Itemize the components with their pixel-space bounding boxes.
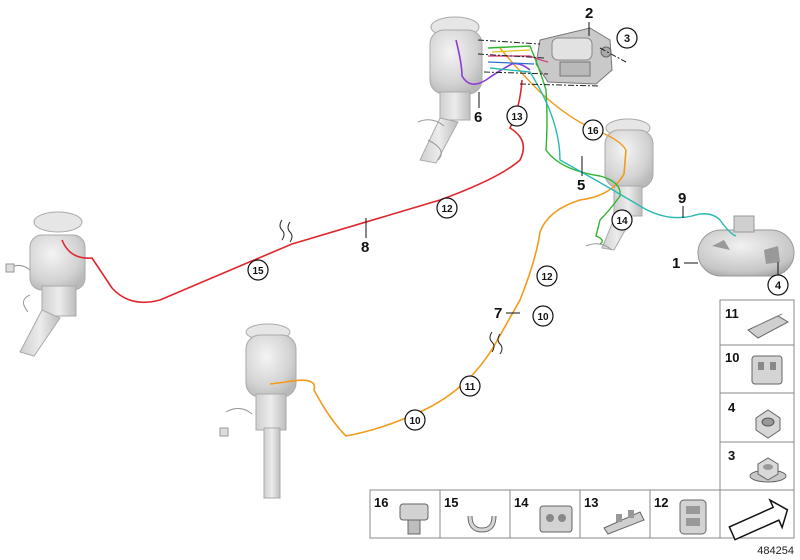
legend-part-3-flange-nut: 3 [728, 448, 787, 483]
air-line-cyan [489, 67, 737, 237]
legend-label-3: 3 [728, 448, 735, 463]
air-line-green [487, 45, 621, 245]
air-reservoir-tank [697, 215, 795, 277]
callout-circle-10-upper: 10 [532, 305, 554, 327]
callout-12-lower: 12 [541, 272, 553, 283]
compressor-leader-lines [477, 39, 627, 87]
compressor-unit [535, 27, 613, 85]
legend-part-10: 10 [725, 350, 783, 385]
air-strut-front-left [5, 211, 86, 357]
air-line-yellow [491, 49, 531, 53]
callout-9: 9 [678, 190, 686, 207]
air-line-blue [487, 61, 535, 65]
callout-11: 11 [465, 382, 476, 393]
callout-circle-12-lower: 12 [536, 265, 558, 287]
callout-5: 5 [577, 177, 585, 194]
legend-part-4-nut: 4 [728, 400, 781, 439]
break-mark-red [279, 219, 293, 243]
legend-part-14: 14 [514, 495, 573, 533]
callout-circle-4: 4 [767, 262, 789, 296]
legend-label-16: 16 [374, 495, 388, 510]
callout-1: 1 [672, 255, 680, 272]
callout-circle-13: 13 [506, 105, 528, 127]
legend-label-12: 12 [654, 495, 668, 510]
callout-circle-15: 15 [247, 259, 269, 281]
air-strut-rear-left [219, 323, 297, 499]
break-mark-orange [489, 331, 503, 355]
callout-7: 7 [494, 305, 502, 322]
legend-label-14: 14 [514, 495, 529, 510]
callout-circle-16: 16 [582, 119, 604, 141]
parts-legend-bottom-row: 16 15 14 13 12 [369, 489, 795, 541]
diagram-id: 484254 [757, 545, 794, 557]
parts-legend-right-column: 11 10 4 3 [719, 299, 795, 491]
legend-label-13: 13 [584, 495, 598, 510]
callout-8: 8 [361, 239, 369, 256]
legend-part-15: 15 [444, 495, 497, 533]
legend-label-11: 11 [725, 306, 739, 321]
legend-label-15: 15 [444, 495, 458, 510]
legend-part-13: 13 [584, 495, 645, 535]
air-strut-front-right [417, 16, 483, 164]
callout-circle-12-upper: 12 [436, 197, 458, 219]
air-line-magenta [488, 55, 549, 63]
callout-4: 4 [775, 280, 782, 292]
callout-10-lower: 10 [409, 416, 421, 427]
callout-circle-3: 3 [616, 27, 638, 49]
callout-circle-10-lower: 10 [404, 409, 426, 431]
callout-15: 15 [252, 266, 264, 277]
legend-part-11: 11 [725, 306, 790, 339]
callout-6: 6 [474, 109, 482, 126]
legend-part-16: 16 [374, 495, 429, 535]
callout-13: 13 [511, 112, 523, 123]
callout-14: 14 [616, 216, 628, 227]
callout-16: 16 [587, 126, 599, 137]
callout-10-upper: 10 [537, 312, 549, 323]
legend-arrow-icon [728, 498, 789, 541]
callout-12-upper: 12 [441, 204, 453, 215]
callout-circle-11: 11 [459, 375, 481, 397]
callout-3: 3 [624, 33, 630, 45]
legend-label-4: 4 [728, 400, 736, 415]
callout-2: 2 [585, 5, 593, 22]
air-line-red [61, 79, 525, 304]
air-line-orange-rear-left [269, 149, 627, 437]
legend-label-10: 10 [725, 350, 739, 365]
callout-circle-14: 14 [611, 209, 633, 231]
legend-part-12: 12 [654, 495, 707, 535]
